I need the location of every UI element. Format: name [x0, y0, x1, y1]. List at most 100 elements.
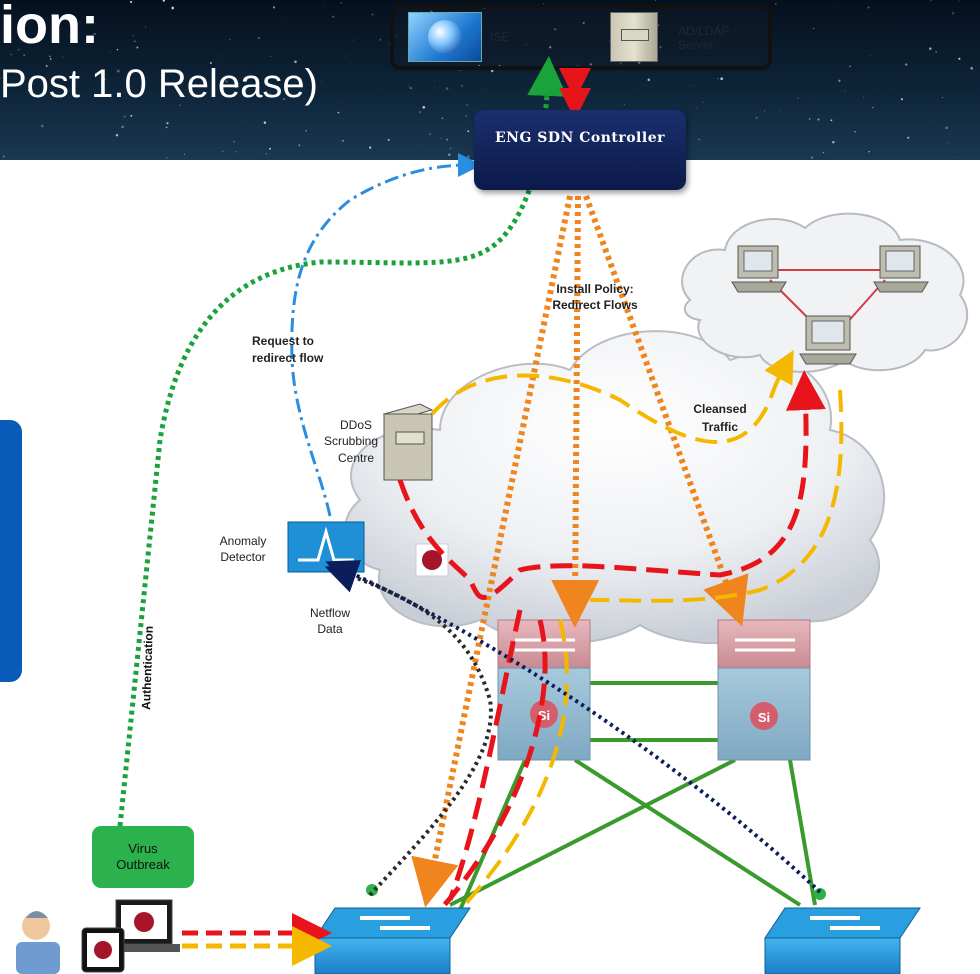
star: [764, 110, 765, 112]
star: [597, 61, 599, 62]
star: [775, 3, 777, 5]
ldap-label-line1: AD/LDAP: [678, 24, 730, 38]
star: [10, 53, 13, 56]
star: [958, 57, 961, 60]
star: [553, 28, 557, 31]
star: [655, 0, 657, 1]
request-label-line1: Request to: [252, 334, 315, 348]
policy-path: [583, 194, 749, 627]
policy-path: [411, 195, 573, 908]
star: [22, 23, 25, 26]
star: [429, 133, 431, 135]
access-switch-left: [314, 907, 471, 974]
star: [930, 0, 932, 1]
cleansed-label-line2: Traffic: [701, 420, 738, 434]
star: [130, 0, 133, 4]
star: [12, 38, 14, 40]
star: [209, 61, 212, 65]
star: [133, 40, 136, 43]
workstation-icon: [873, 245, 929, 293]
star: [459, 69, 461, 72]
star: [332, 15, 335, 18]
anomaly-detector-icon: [287, 521, 365, 573]
star: [221, 89, 224, 92]
ddos-label-line3: Centre: [337, 451, 375, 465]
star: [45, 64, 48, 68]
star: [930, 120, 932, 122]
star: [3, 91, 7, 94]
cleansed-label-line1: Cleansed: [693, 402, 747, 416]
star: [867, 6, 870, 9]
star: [387, 138, 390, 141]
star: [396, 35, 398, 37]
physical-link: [788, 759, 817, 906]
star: [229, 38, 231, 41]
star: [195, 83, 197, 85]
star: [647, 78, 651, 82]
star: [808, 118, 811, 120]
star: [419, 110, 422, 114]
star: [144, 26, 147, 28]
star: [184, 153, 186, 155]
star: [876, 90, 877, 92]
anomaly-label-line1: Anomaly: [219, 534, 267, 548]
star: [690, 85, 691, 87]
cleansed-traffic-path: [430, 349, 794, 444]
star: [270, 93, 272, 95]
star: [830, 119, 833, 122]
star: [970, 66, 974, 70]
star: [265, 152, 268, 155]
star: [959, 0, 960, 2]
star: [446, 138, 448, 141]
netflow-label-line1: Netflow: [309, 606, 350, 620]
star: [49, 55, 51, 57]
star: [116, 48, 119, 51]
netflow-label-line2: Data: [317, 622, 343, 636]
star: [951, 12, 955, 15]
core-switch-right: Si: [717, 619, 811, 761]
star: [235, 151, 237, 153]
star: [69, 35, 71, 36]
authentication-label: Authentication: [139, 626, 156, 710]
star: [294, 60, 297, 64]
star: [352, 39, 354, 41]
star: [54, 40, 57, 42]
infected-laptop-icon: [106, 899, 180, 952]
user-icon: [16, 911, 60, 974]
redirect-flow-red: [397, 370, 826, 600]
star: [130, 114, 133, 117]
workstation-icon: [731, 245, 787, 293]
star: [62, 56, 64, 58]
star: [369, 146, 372, 149]
virus-outbreak-box: Virus Outbreak: [92, 826, 194, 888]
ddos-scrubbing-server-icon: [382, 403, 434, 481]
star: [797, 97, 800, 100]
redirect-flow-red: [447, 609, 523, 901]
ise-server-icon: [408, 12, 482, 62]
star: [717, 78, 719, 80]
star: [344, 55, 346, 57]
star: [323, 4, 325, 5]
star: [948, 142, 950, 144]
star: [954, 28, 956, 29]
star: [900, 97, 904, 101]
star: [121, 125, 124, 129]
star: [490, 69, 494, 73]
sdn-controller: ENG SDN Controller: [474, 110, 686, 190]
star: [720, 77, 724, 81]
star: [2, 155, 5, 158]
star: [755, 116, 758, 119]
star: [466, 104, 468, 106]
star: [657, 24, 660, 27]
star: [774, 21, 776, 23]
ddos-label-line2: Scrubbing: [323, 434, 379, 448]
ldap-label-line2: Server: [678, 38, 714, 52]
star: [0, 77, 1, 79]
star: [166, 122, 169, 125]
cleansed-traffic-path: [589, 389, 844, 603]
star: [619, 62, 623, 65]
star: [589, 63, 593, 66]
star: [449, 147, 452, 150]
star: [478, 64, 480, 67]
slide-title: ion:: [0, 0, 99, 55]
